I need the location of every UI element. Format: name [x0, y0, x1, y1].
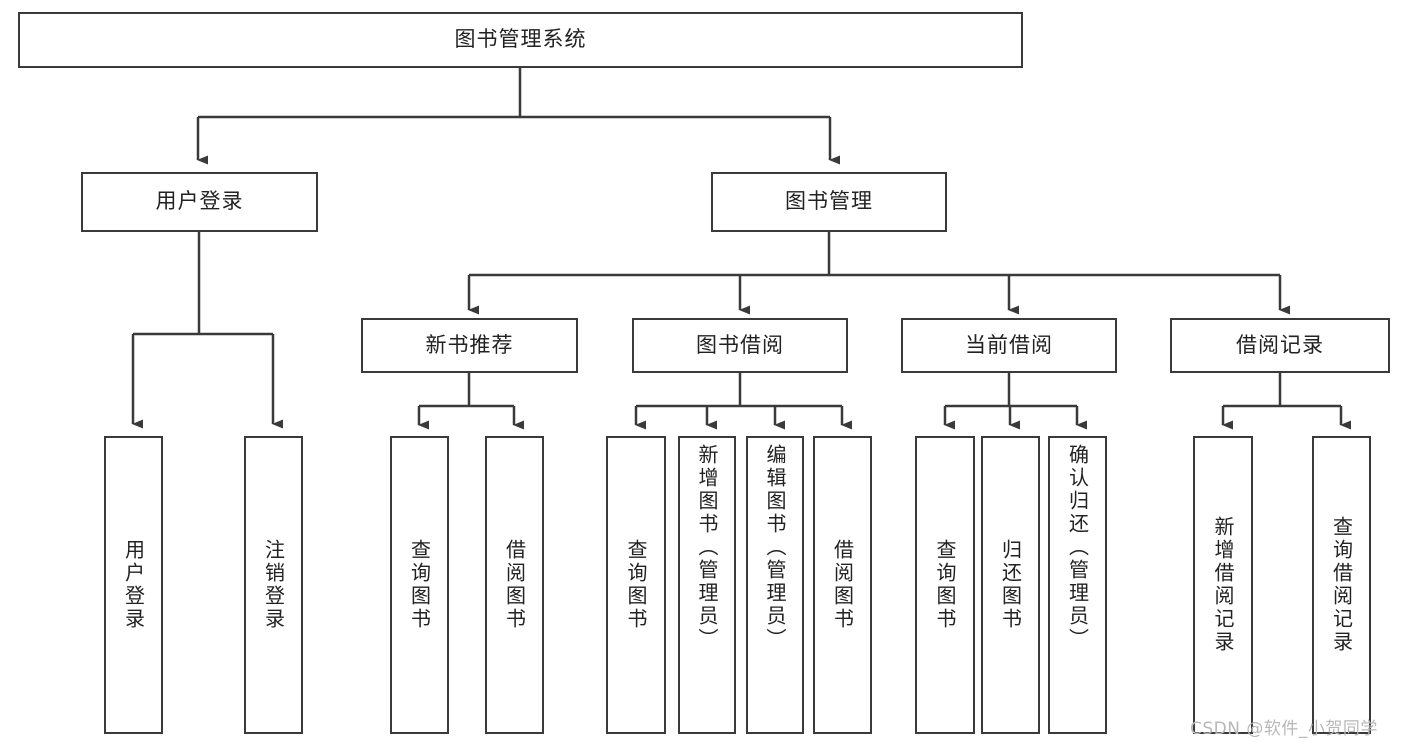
node-label: 查询图书: [407, 539, 432, 631]
node-new-book-recommend[interactable]: 新书推荐: [361, 318, 578, 373]
node-leaf-borrow-book[interactable]: 借阅图书: [813, 436, 872, 734]
node-leaf-query-book-borrow[interactable]: 查询图书: [606, 436, 666, 734]
node-label: 确认归还（管理员）: [1065, 444, 1090, 651]
node-leaf-user-login[interactable]: 用户登录: [104, 436, 163, 734]
node-label: 归还图书: [998, 539, 1023, 631]
node-leaf-query-book-recommend[interactable]: 查询图书: [390, 436, 449, 734]
node-label: 用户登录: [155, 189, 244, 214]
node-label: 图书管理: [785, 189, 873, 214]
node-label: 查询借阅记录: [1329, 516, 1354, 654]
node-label: 借阅图书: [502, 539, 527, 631]
watermark: CSDN @软件_小贺同学: [1190, 719, 1378, 739]
node-borrow-record[interactable]: 借阅记录: [1170, 318, 1390, 373]
node-leaf-add-book-admin[interactable]: 新增图书（管理员）: [678, 436, 736, 734]
node-label: 当前借阅: [965, 332, 1053, 357]
node-label: 新增图书（管理员）: [695, 444, 719, 651]
node-leaf-logout[interactable]: 注销登录: [244, 436, 303, 734]
node-leaf-query-borrow-record[interactable]: 查询借阅记录: [1312, 436, 1371, 734]
node-label: 借阅图书: [830, 539, 855, 631]
node-label: 注销登录: [261, 539, 286, 631]
node-leaf-add-borrow-record[interactable]: 新增借阅记录: [1193, 436, 1253, 734]
node-label: 新增借阅记录: [1211, 516, 1235, 654]
node-leaf-edit-book-admin[interactable]: 编辑图书（管理员）: [746, 436, 804, 734]
node-leaf-query-book-current[interactable]: 查询图书: [915, 436, 975, 734]
node-user-login[interactable]: 用户登录: [81, 172, 318, 232]
node-label: 查询图书: [624, 539, 648, 631]
node-label: 查询图书: [933, 539, 957, 631]
node-label: 用户登录: [121, 539, 146, 631]
node-label: 新书推荐: [425, 332, 514, 357]
node-book-borrow[interactable]: 图书借阅: [632, 318, 848, 373]
node-label: 编辑图书（管理员）: [763, 444, 787, 651]
node-label: 借阅记录: [1236, 332, 1324, 357]
node-root-book-management-system[interactable]: 图书管理系统: [18, 12, 1023, 68]
node-current-borrow[interactable]: 当前借阅: [901, 318, 1117, 373]
node-leaf-borrow-book-recommend[interactable]: 借阅图书: [485, 436, 544, 734]
node-label: 图书借阅: [696, 332, 784, 357]
node-label: 图书管理系统: [454, 27, 587, 52]
node-leaf-confirm-return-admin[interactable]: 确认归还（管理员）: [1048, 436, 1107, 734]
node-leaf-return-book[interactable]: 归还图书: [981, 436, 1040, 734]
node-book-management[interactable]: 图书管理: [711, 172, 947, 232]
